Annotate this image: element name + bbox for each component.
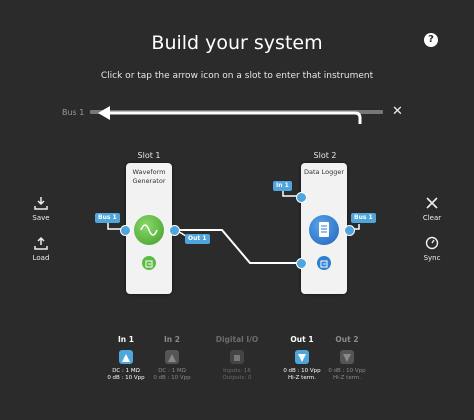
port-line-2: 0 dB : 10 Vpp: [153, 375, 191, 381]
port-line-1: 0 dB : 10 Vpp: [283, 368, 321, 374]
bus-label: Bus 1: [62, 108, 85, 117]
bus-close-icon[interactable]: ✕: [392, 104, 403, 119]
digital-io-icon: [230, 350, 244, 364]
help-icon[interactable]: ?: [424, 33, 438, 47]
slot-2-input-port-2[interactable]: [296, 258, 307, 269]
input-port-icon: [165, 350, 179, 364]
port-digital-io[interactable]: Digital I/O Inputs: 16 Outputs: 0: [207, 335, 267, 382]
port-line-1: DC : 1 MΩ: [158, 368, 186, 374]
output-port-icon: [340, 350, 354, 364]
slot-2-input-port-1[interactable]: [296, 192, 307, 203]
slot-1-output-tag[interactable]: Out 1: [185, 234, 210, 244]
slot-1-input-port[interactable]: [120, 225, 131, 236]
port-out-2[interactable]: Out 2 0 dB : 10 Vpp Hi-Z term.: [317, 335, 377, 382]
port-title: Out 2: [335, 335, 359, 344]
upload-icon: [34, 236, 48, 250]
slot-2-instrument: Data Logger: [304, 168, 344, 176]
sine-wave-icon: [134, 215, 164, 245]
enter-arrow-icon[interactable]: [317, 256, 331, 270]
input-port-icon: [119, 350, 133, 364]
download-icon: [34, 197, 48, 210]
slot-1-output-port[interactable]: [169, 225, 180, 236]
port-title: In 1: [118, 335, 134, 344]
clear-label: Clear: [422, 214, 442, 222]
slot-2-label: Slot 2: [313, 151, 337, 160]
save-label: Save: [32, 214, 50, 222]
slot-2-card[interactable]: Data Logger: [301, 163, 347, 294]
port-out-1[interactable]: Out 1 0 dB : 10 Vpp Hi-Z term.: [272, 335, 332, 382]
port-line-2: Hi-Z term.: [288, 375, 316, 381]
sync-label: Sync: [423, 254, 441, 262]
slot-2-output-tag[interactable]: Bus 1: [351, 213, 376, 223]
port-in-1[interactable]: In 1 DC : 1 MΩ 0 dB : 10 Vpp: [96, 335, 156, 382]
page-title: Build your system: [151, 32, 323, 54]
sync-icon: [425, 236, 439, 250]
port-line-2: Hi-Z term.: [333, 375, 361, 381]
enter-arrow-icon[interactable]: [142, 256, 156, 270]
slot-1-instrument-line1: Waveform: [132, 168, 166, 176]
slot-2-output-port[interactable]: [344, 225, 355, 236]
port-title: In 2: [164, 335, 180, 344]
port-line-2: 0 dB : 10 Vpp: [107, 375, 145, 381]
port-in-2[interactable]: In 2 DC : 1 MΩ 0 dB : 10 Vpp: [142, 335, 202, 382]
port-line-2: Outputs: 0: [222, 375, 252, 381]
clear-button[interactable]: Clear: [412, 196, 452, 222]
output-port-icon: [295, 350, 309, 364]
slot-1-card[interactable]: Waveform Generator: [126, 163, 172, 294]
save-button[interactable]: Save: [21, 196, 61, 222]
port-title: Out 1: [290, 335, 314, 344]
port-line-1: Inputs: 16: [223, 368, 251, 374]
load-button[interactable]: Load: [21, 236, 61, 262]
slot-1-input-tag[interactable]: Bus 1: [95, 213, 120, 223]
close-icon: [426, 197, 438, 209]
port-title: Digital I/O: [215, 335, 259, 344]
slot-1-instrument-line2: Generator: [132, 177, 166, 185]
slot-2-input-tag[interactable]: In 1: [273, 181, 292, 191]
load-label: Load: [32, 254, 50, 262]
page-subtitle: Click or tap the arrow icon on a slot to…: [100, 71, 374, 81]
sync-button[interactable]: Sync: [412, 236, 452, 262]
port-line-1: 0 dB : 10 Vpp: [328, 368, 366, 374]
port-line-1: DC : 1 MΩ: [112, 368, 140, 374]
document-icon: [309, 215, 339, 245]
slot-1-label: Slot 1: [137, 151, 161, 160]
